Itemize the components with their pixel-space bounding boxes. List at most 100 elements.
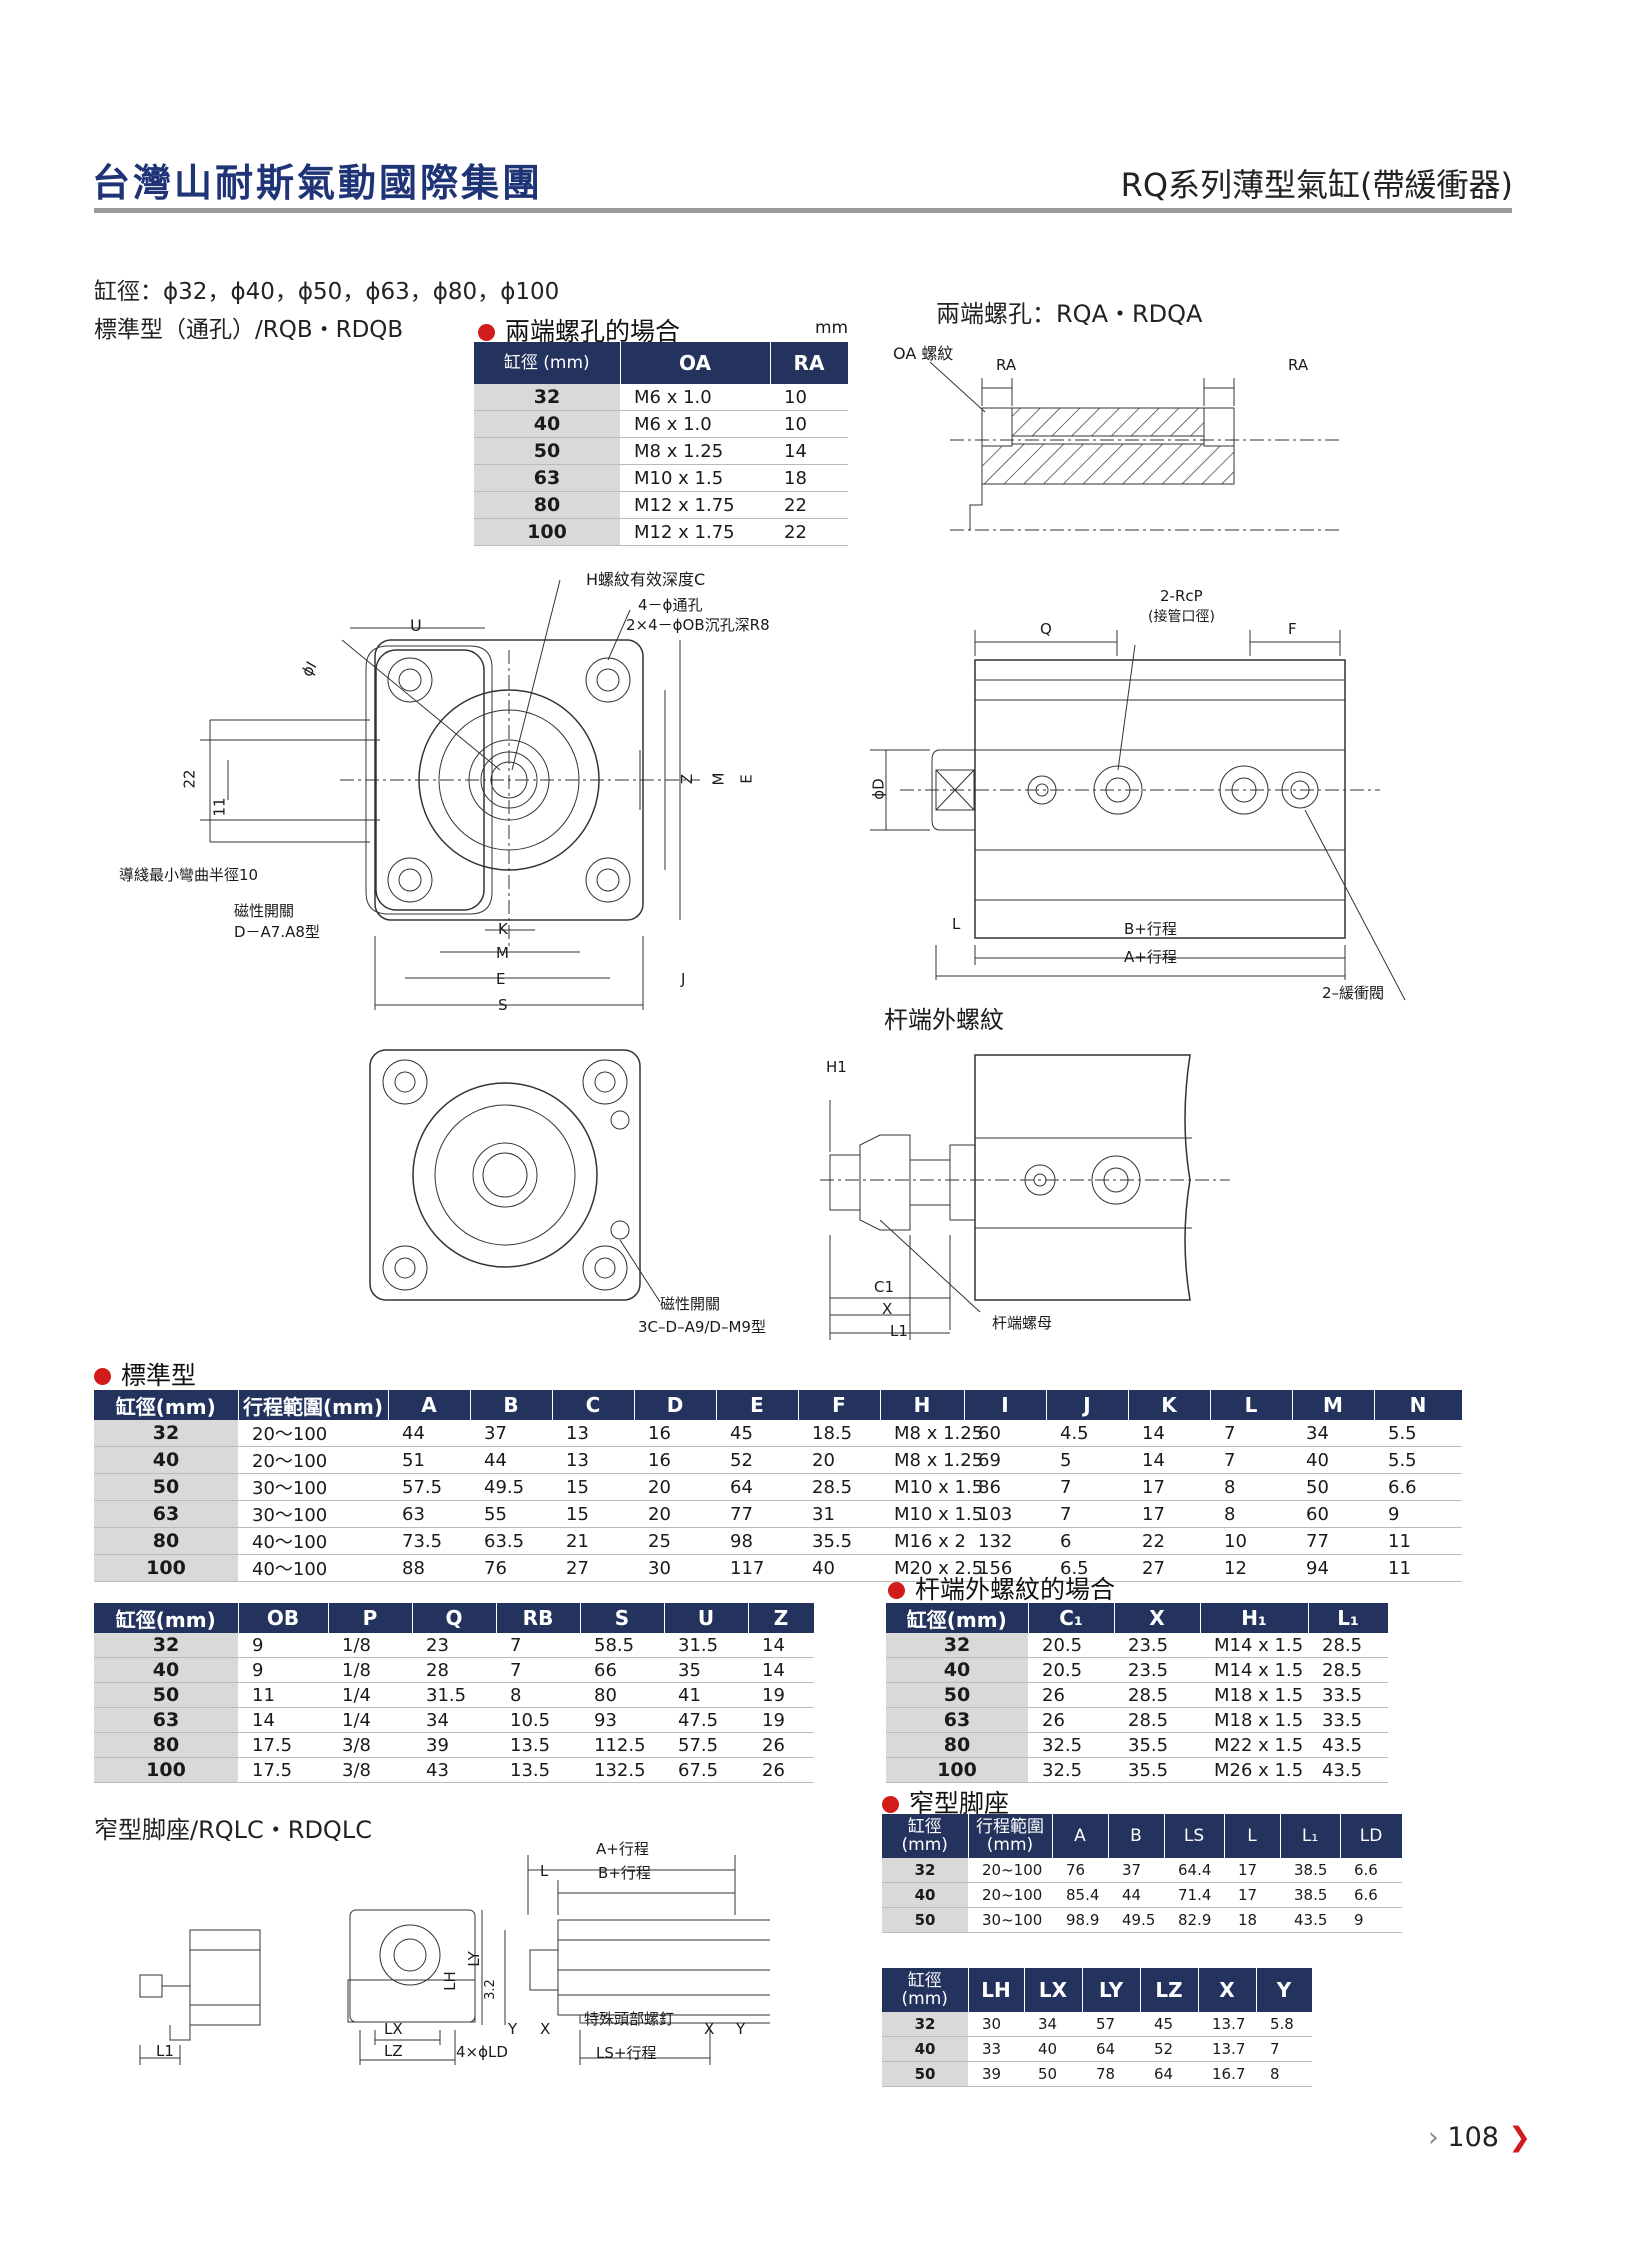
table-cell: 9 (238, 1633, 328, 1658)
table-cell: 13 (552, 1420, 634, 1447)
through-hole-label: 4－ϕ通孔 (638, 596, 703, 614)
table-cell: 6.6 (1340, 1882, 1402, 1908)
table-cell: 20～100 (238, 1420, 388, 1447)
table-cell: 98.9 (1052, 1907, 1108, 1933)
table-cell: 16 (634, 1420, 716, 1447)
table-cell: M10 x 1.5 (620, 464, 770, 492)
table-cell: 1/4 (328, 1682, 412, 1708)
switch-label-2: 磁性開關 (660, 1295, 721, 1313)
table-cell: 40～100 (238, 1554, 388, 1582)
table-cell: 13.5 (496, 1732, 580, 1758)
table-cell: 19 (748, 1682, 814, 1708)
port-note: (接管口徑) (1148, 609, 1215, 625)
table-cell: 23.5 (1114, 1633, 1200, 1658)
bore-cell: 32 (94, 1420, 238, 1447)
foot-x-left: X (540, 2020, 551, 2038)
table-cell: 52 (716, 1446, 798, 1474)
table-cell: 80 (580, 1682, 664, 1708)
foot-ls-stroke: LS+行程 (596, 2044, 657, 2062)
foot-section-title: 窄型脚座/RQLC・RDQLC (94, 1816, 372, 1844)
table-cell: 98 (716, 1527, 798, 1555)
page-number: › 108 ❯ (1428, 2122, 1531, 2153)
table-cell: 43.5 (1308, 1757, 1388, 1783)
rod-thread-drawing (820, 1054, 1230, 1340)
bore-cell: 80 (474, 491, 620, 519)
table-cell: 17 (1224, 1882, 1280, 1908)
cushion-label: 2–緩衝閥 (1322, 984, 1385, 1002)
table-cell: 67.5 (664, 1757, 748, 1783)
column-header: LY (1082, 1968, 1141, 2012)
table-cell: 12 (1210, 1554, 1292, 1582)
bore-cell: 100 (474, 518, 620, 546)
table-cell: 13.5 (496, 1757, 580, 1783)
table-cell: 7 (496, 1657, 580, 1683)
table-cell: M6 x 1.0 (620, 384, 770, 411)
table-cell: 18.5 (798, 1420, 880, 1447)
table-cell: 31.5 (412, 1682, 496, 1708)
column-header: L (1210, 1390, 1293, 1420)
table-cell: 6.6 (1340, 1858, 1402, 1883)
table-cell: 64.4 (1164, 1858, 1224, 1883)
table-cell: 71.4 (1164, 1882, 1224, 1908)
table-cell: 5.5 (1374, 1446, 1462, 1474)
table-cell: M12 x 1.75 (620, 518, 770, 546)
bore-cell: 50 (882, 2061, 968, 2087)
ra-label-right: RA (1288, 356, 1309, 374)
table-cell: 3/8 (328, 1757, 412, 1783)
table-cell: 50 (1292, 1473, 1374, 1501)
table-cell: 31.5 (664, 1633, 748, 1658)
table-cell: 30 (968, 2012, 1024, 2037)
table-cell: M10 x 1.5 (880, 1500, 983, 1528)
column-header: 缸徑(mm) (94, 1390, 239, 1420)
column-header: J (1046, 1390, 1129, 1420)
column-header: LH (968, 1968, 1025, 2012)
table-cell: 7 (1210, 1446, 1292, 1474)
table-cell: 49.5 (1108, 1907, 1164, 1933)
column-header: Q (412, 1603, 497, 1633)
bullet-icon (882, 1796, 899, 1813)
table-cell: 26 (748, 1732, 814, 1758)
table-cell: M12 x 1.75 (620, 491, 770, 519)
oa-table-title: 兩端螺孔的場合 (478, 312, 680, 348)
l-label: L (952, 915, 961, 933)
table-cell: 43 (412, 1757, 496, 1783)
table-cell: 34 (412, 1707, 496, 1733)
company-title: 台灣山耐斯氣動國際集團 (92, 161, 544, 205)
table-cell: 82.9 (1164, 1907, 1224, 1933)
standard-type-label: 標準型（通孔）/RQB・RDQB (94, 317, 404, 343)
column-header: 缸徑 (mm) (882, 1968, 969, 2012)
table-cell: 15 (552, 1473, 634, 1501)
table-cell: 51 (388, 1446, 470, 1474)
table-cell: 14 (1128, 1446, 1210, 1474)
e-label: E (496, 970, 506, 988)
table-cell: 5.8 (1256, 2012, 1312, 2037)
table-cell: 86 (964, 1473, 1046, 1501)
table-cell: 9 (1340, 1907, 1402, 1933)
table-cell: 40～100 (238, 1527, 388, 1555)
bore-cell: 32 (882, 2012, 968, 2037)
bore-list: 缸徑：ϕ32，ϕ40，ϕ50，ϕ63，ϕ80，ϕ100 (94, 279, 560, 305)
table-cell: 7 (1256, 2036, 1312, 2062)
bore-cell: 80 (94, 1732, 238, 1758)
x-label: X (882, 1300, 893, 1318)
table-cell: 76 (470, 1554, 552, 1582)
table-cell: 44 (470, 1446, 552, 1474)
z-label: Z (678, 773, 697, 785)
column-header: Y (1256, 1968, 1313, 2012)
table-cell: 30~100 (968, 1907, 1052, 1933)
table-cell: 93 (580, 1707, 664, 1733)
h-thread-label: H螺紋有效深度C (586, 570, 706, 589)
column-header: H₁ (1200, 1603, 1309, 1633)
column-header: F (798, 1390, 881, 1420)
table-cell: 34 (1292, 1420, 1374, 1447)
foot-lh: LH (440, 1971, 459, 1991)
